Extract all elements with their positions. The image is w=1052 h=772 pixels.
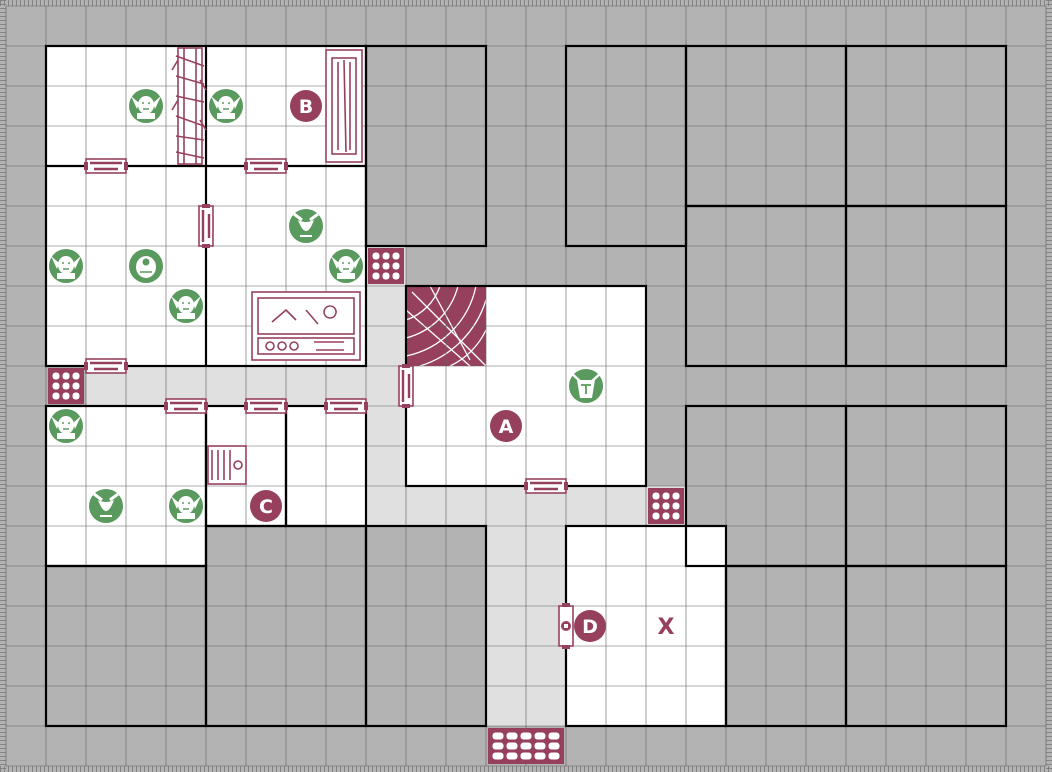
stairway-steps <box>405 285 487 367</box>
door-icon[interactable] <box>164 398 208 414</box>
falling-rock-icon <box>488 728 564 764</box>
goblin-icon[interactable] <box>129 89 163 123</box>
chaos-warrior-icon[interactable] <box>569 369 603 403</box>
room-a-label: A <box>499 416 514 438</box>
room-c-label: C <box>259 496 273 518</box>
orc-icon[interactable] <box>289 209 323 243</box>
falling-rocks <box>48 248 684 764</box>
weapon-rack-icon <box>171 47 207 165</box>
goblin-icon[interactable] <box>49 409 83 443</box>
door-icon[interactable] <box>244 398 288 414</box>
orc-icon[interactable] <box>89 489 123 523</box>
door-d-label: D <box>582 616 598 638</box>
goblin-icon[interactable] <box>329 249 363 283</box>
door-icon[interactable] <box>84 358 128 374</box>
secret-door-icon[interactable] <box>558 603 574 649</box>
goblin-icon[interactable] <box>209 89 243 123</box>
furniture <box>171 47 363 485</box>
goblin-icon[interactable] <box>49 249 83 283</box>
door-icon[interactable] <box>324 398 368 414</box>
goblin-icon[interactable] <box>169 489 203 523</box>
room-b-label: B <box>299 96 313 118</box>
room-walls <box>44 44 1008 728</box>
goblin-icon[interactable] <box>169 289 203 323</box>
falling-rock-icon <box>648 488 684 524</box>
falling-rock-icon <box>368 248 404 284</box>
doors <box>84 158 574 649</box>
monsters <box>49 89 603 523</box>
door-icon[interactable] <box>198 204 214 248</box>
falling-rock-icon <box>48 368 84 404</box>
treasure-chest-icon <box>207 445 247 485</box>
door-icon[interactable] <box>398 364 414 408</box>
door-icon[interactable] <box>244 158 288 174</box>
fimir-icon[interactable] <box>129 249 163 283</box>
door-icon[interactable] <box>524 478 568 494</box>
goal-marker: X <box>658 615 675 640</box>
bookcase-icon <box>325 49 363 163</box>
alchemist-bench-icon <box>251 291 361 361</box>
map-labels: B A C D X <box>250 90 675 642</box>
door-icon[interactable] <box>84 158 128 174</box>
